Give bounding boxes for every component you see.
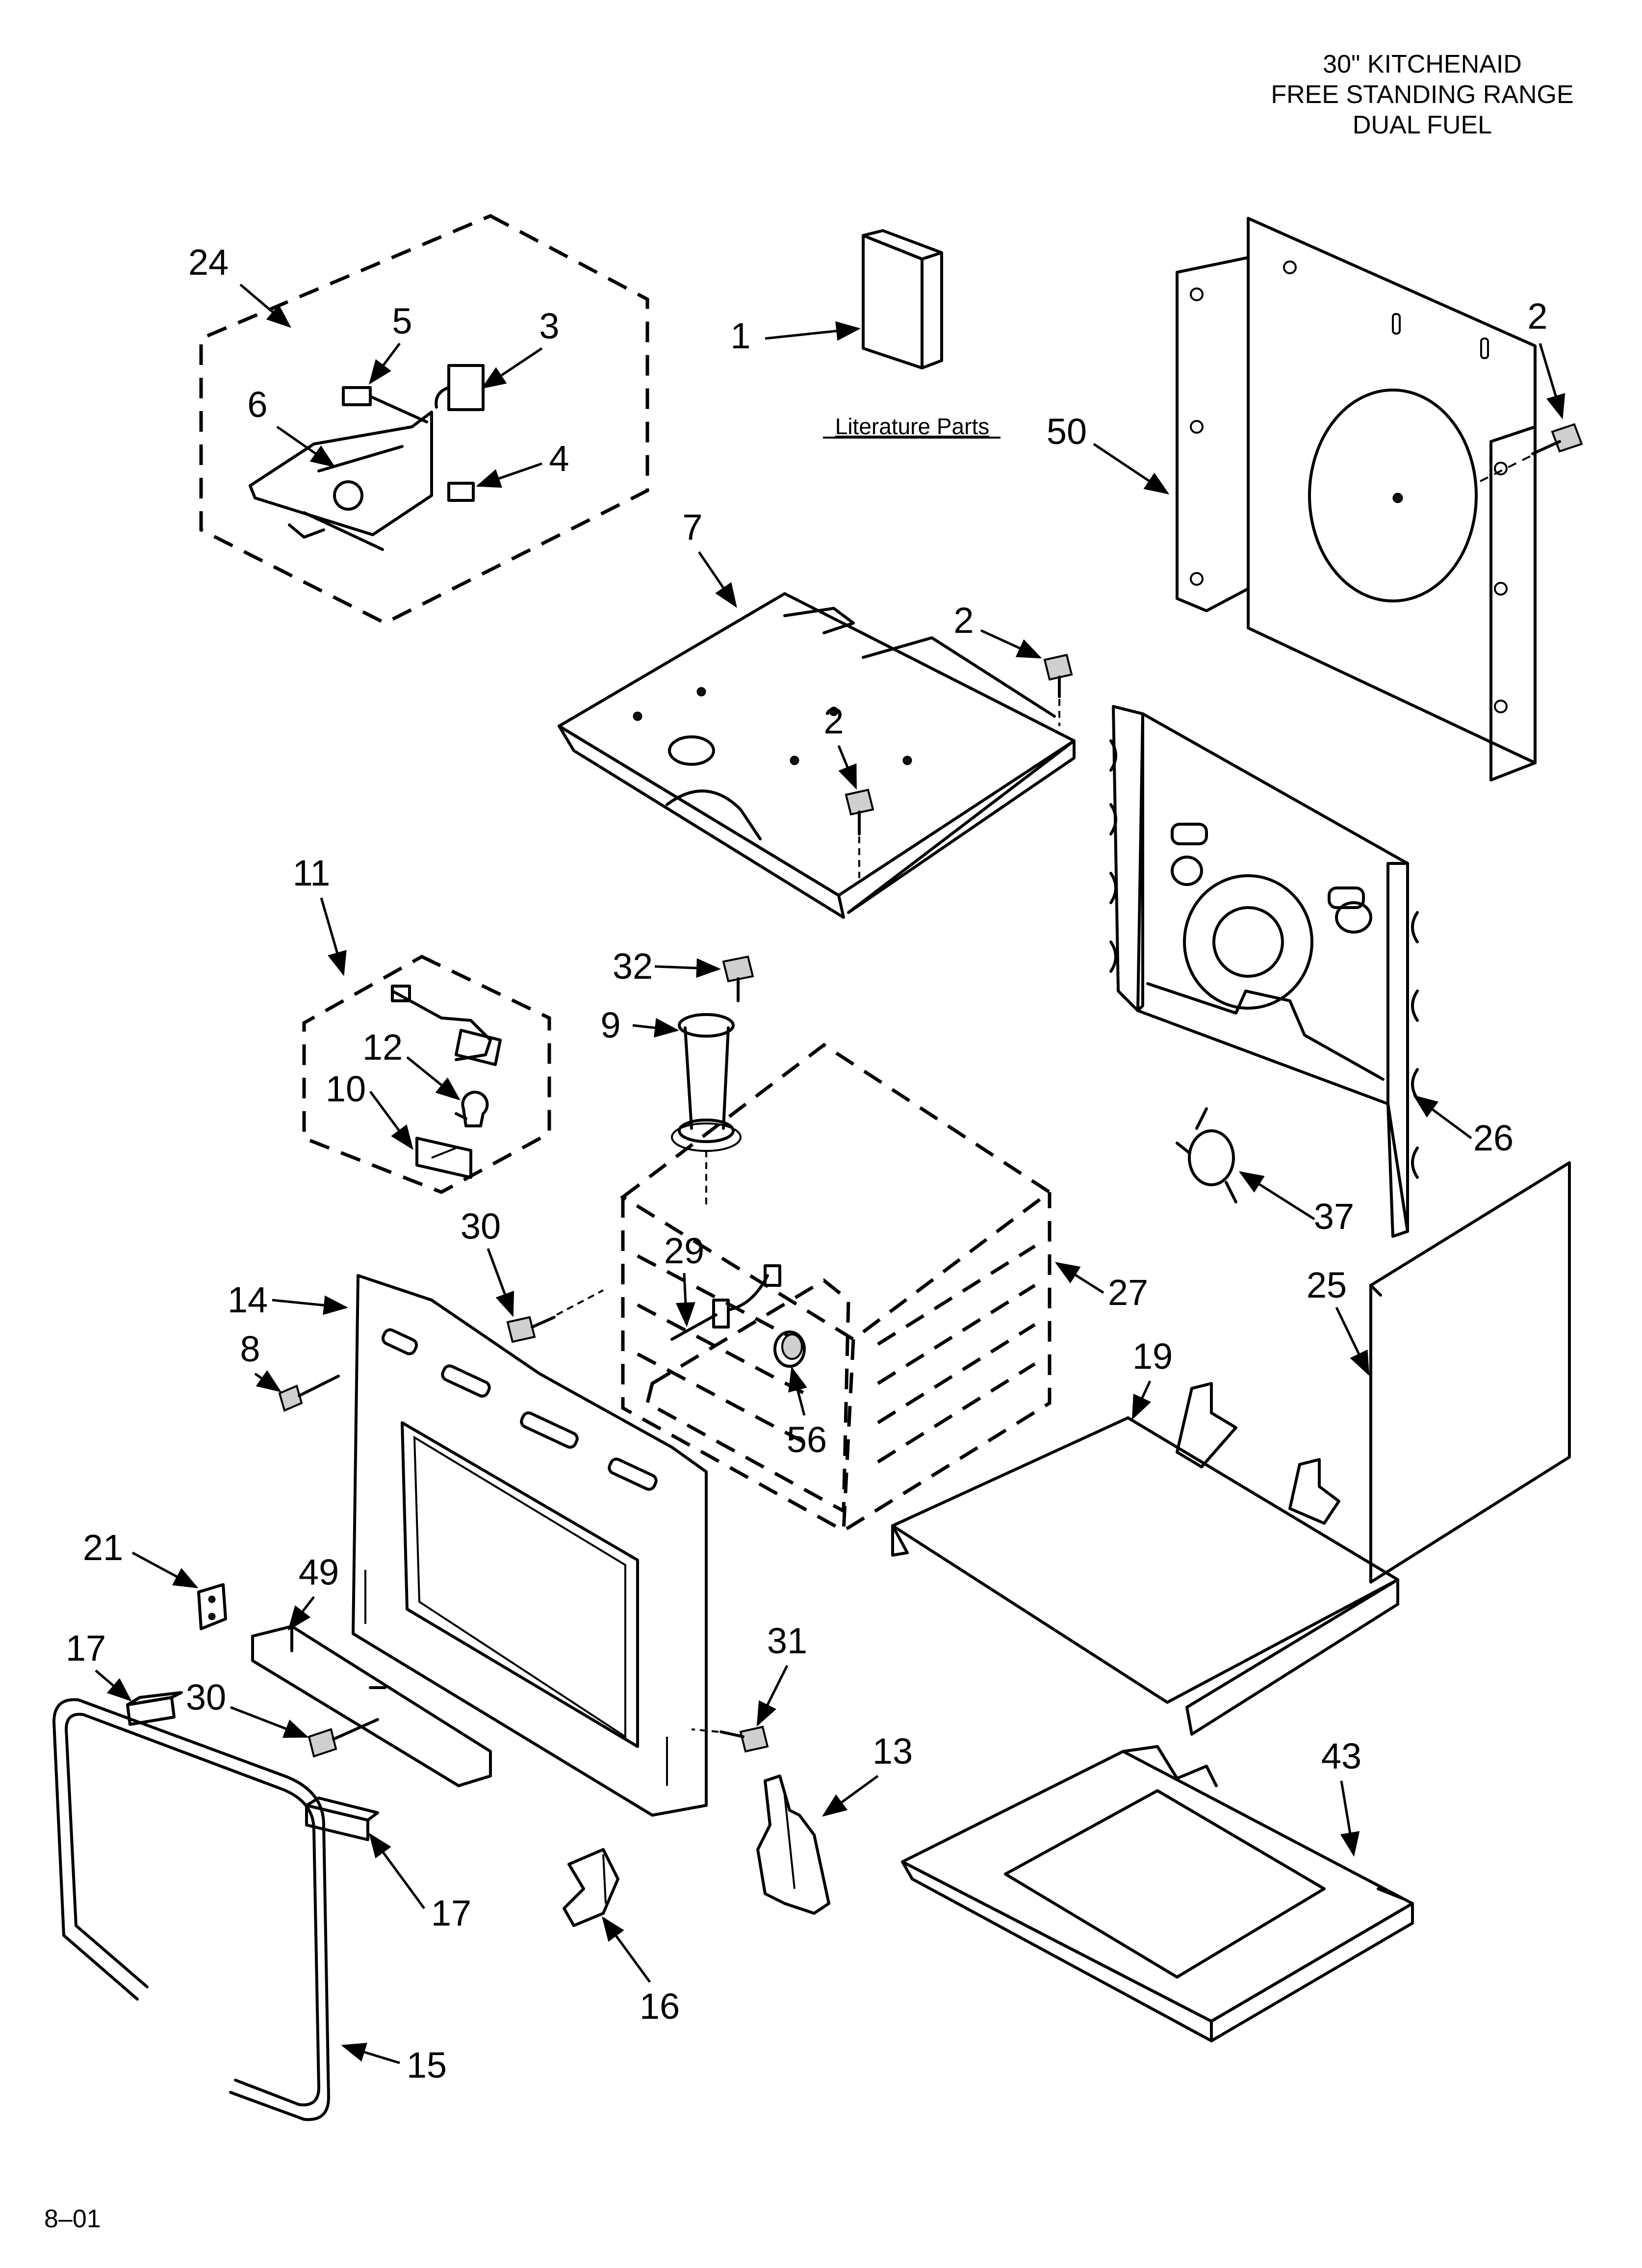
callout-1: 1 [730,315,750,356]
part-15-gasket [52,1698,330,2121]
callout-12: 12 [362,1027,403,1068]
callout-15: 15 [407,2045,447,2086]
callout-17-left: 17 [66,1628,106,1668]
callout-3: 3 [539,306,559,346]
callout-43: 43 [1321,1736,1361,1776]
part-26-side-panel [1109,705,1419,1238]
literature-label: Literature Parts [835,414,989,439]
part-2-screw-b [1043,653,1073,726]
callout-5: 5 [392,301,412,341]
part-2-screw-a [1476,423,1583,484]
part-2-screw-c [845,788,874,878]
callout-13: 13 [872,1731,913,1772]
callout-30-upper: 30 [461,1206,501,1247]
part-11-assembly [302,955,551,1194]
callout-19: 19 [1132,1336,1173,1377]
callout-24: 24 [188,242,229,283]
leader-lines [95,284,1565,2064]
callout-27: 27 [1108,1272,1148,1313]
part-30-screw-a [506,1289,604,1343]
part-37-thermostat [1176,1107,1237,1203]
part-9-vent-tube [671,1013,742,1207]
callout-2-low: 2 [823,701,844,741]
header: 30" KITCHENAID FREE STANDING RANGE DUAL … [1271,50,1573,139]
callout-17-right: 17 [431,1893,471,1933]
callout-32: 32 [613,946,653,987]
part-17-spacer-b [305,1797,379,1841]
callout-9: 9 [600,1005,620,1045]
part-7-top-plate [558,592,1076,919]
callout-10: 10 [326,1069,366,1109]
part-24-assembly [199,214,649,625]
part-19-bottom-shelf [891,1382,1399,1736]
callout-30-lower: 30 [186,1677,226,1718]
part-21-bracket [197,1583,227,1630]
callout-31: 31 [767,1620,807,1661]
part-27-oven-cavity [619,1043,1053,1533]
callout-21: 21 [83,1527,123,1568]
part-1-literature: Literature Parts [823,229,1001,439]
part-8-pin [278,1375,340,1412]
part-29-sensor [670,1264,781,1341]
callout-16: 16 [640,1986,680,2027]
header-line-1: 30" KITCHENAID [1323,50,1522,78]
callouts: 24 5 3 6 4 1 2 50 7 2 2 11 32 9 12 10 26… [66,242,1548,2086]
part-56-plug [773,1330,806,1368]
callout-26: 26 [1473,1118,1514,1158]
header-line-3: DUAL FUEL [1353,111,1492,139]
callout-4: 4 [549,438,569,479]
part-50-rear-panel [1176,217,1537,782]
callout-49: 49 [299,1552,339,1592]
callout-11: 11 [293,853,331,893]
part-16-bracket [563,1848,619,1927]
part-43-bottom-tray [901,1745,1414,2042]
callout-25: 25 [1307,1265,1347,1305]
header-line-2: FREE STANDING RANGE [1271,80,1573,109]
callout-37: 37 [1314,1196,1354,1237]
part-14-front-frame [352,1274,708,1817]
callout-2-top: 2 [1527,296,1547,337]
part-30-screw-b [308,1718,379,1758]
callout-29: 29 [664,1230,704,1271]
callout-14: 14 [228,1279,268,1320]
callout-2-mid: 2 [953,600,974,641]
callout-8: 8 [240,1329,260,1369]
footer-code: 8–01 [44,2205,101,2233]
callout-50: 50 [1047,411,1087,452]
part-25-side-panel [1369,1161,1571,1584]
part-13-bracket [756,1774,830,1915]
callout-6: 6 [247,384,267,425]
part-49-trim [251,1625,492,1787]
part-31-screw [691,1725,769,1753]
callout-56: 56 [787,1419,827,1460]
part-32-screw [722,955,754,1002]
callout-7: 7 [682,507,702,547]
